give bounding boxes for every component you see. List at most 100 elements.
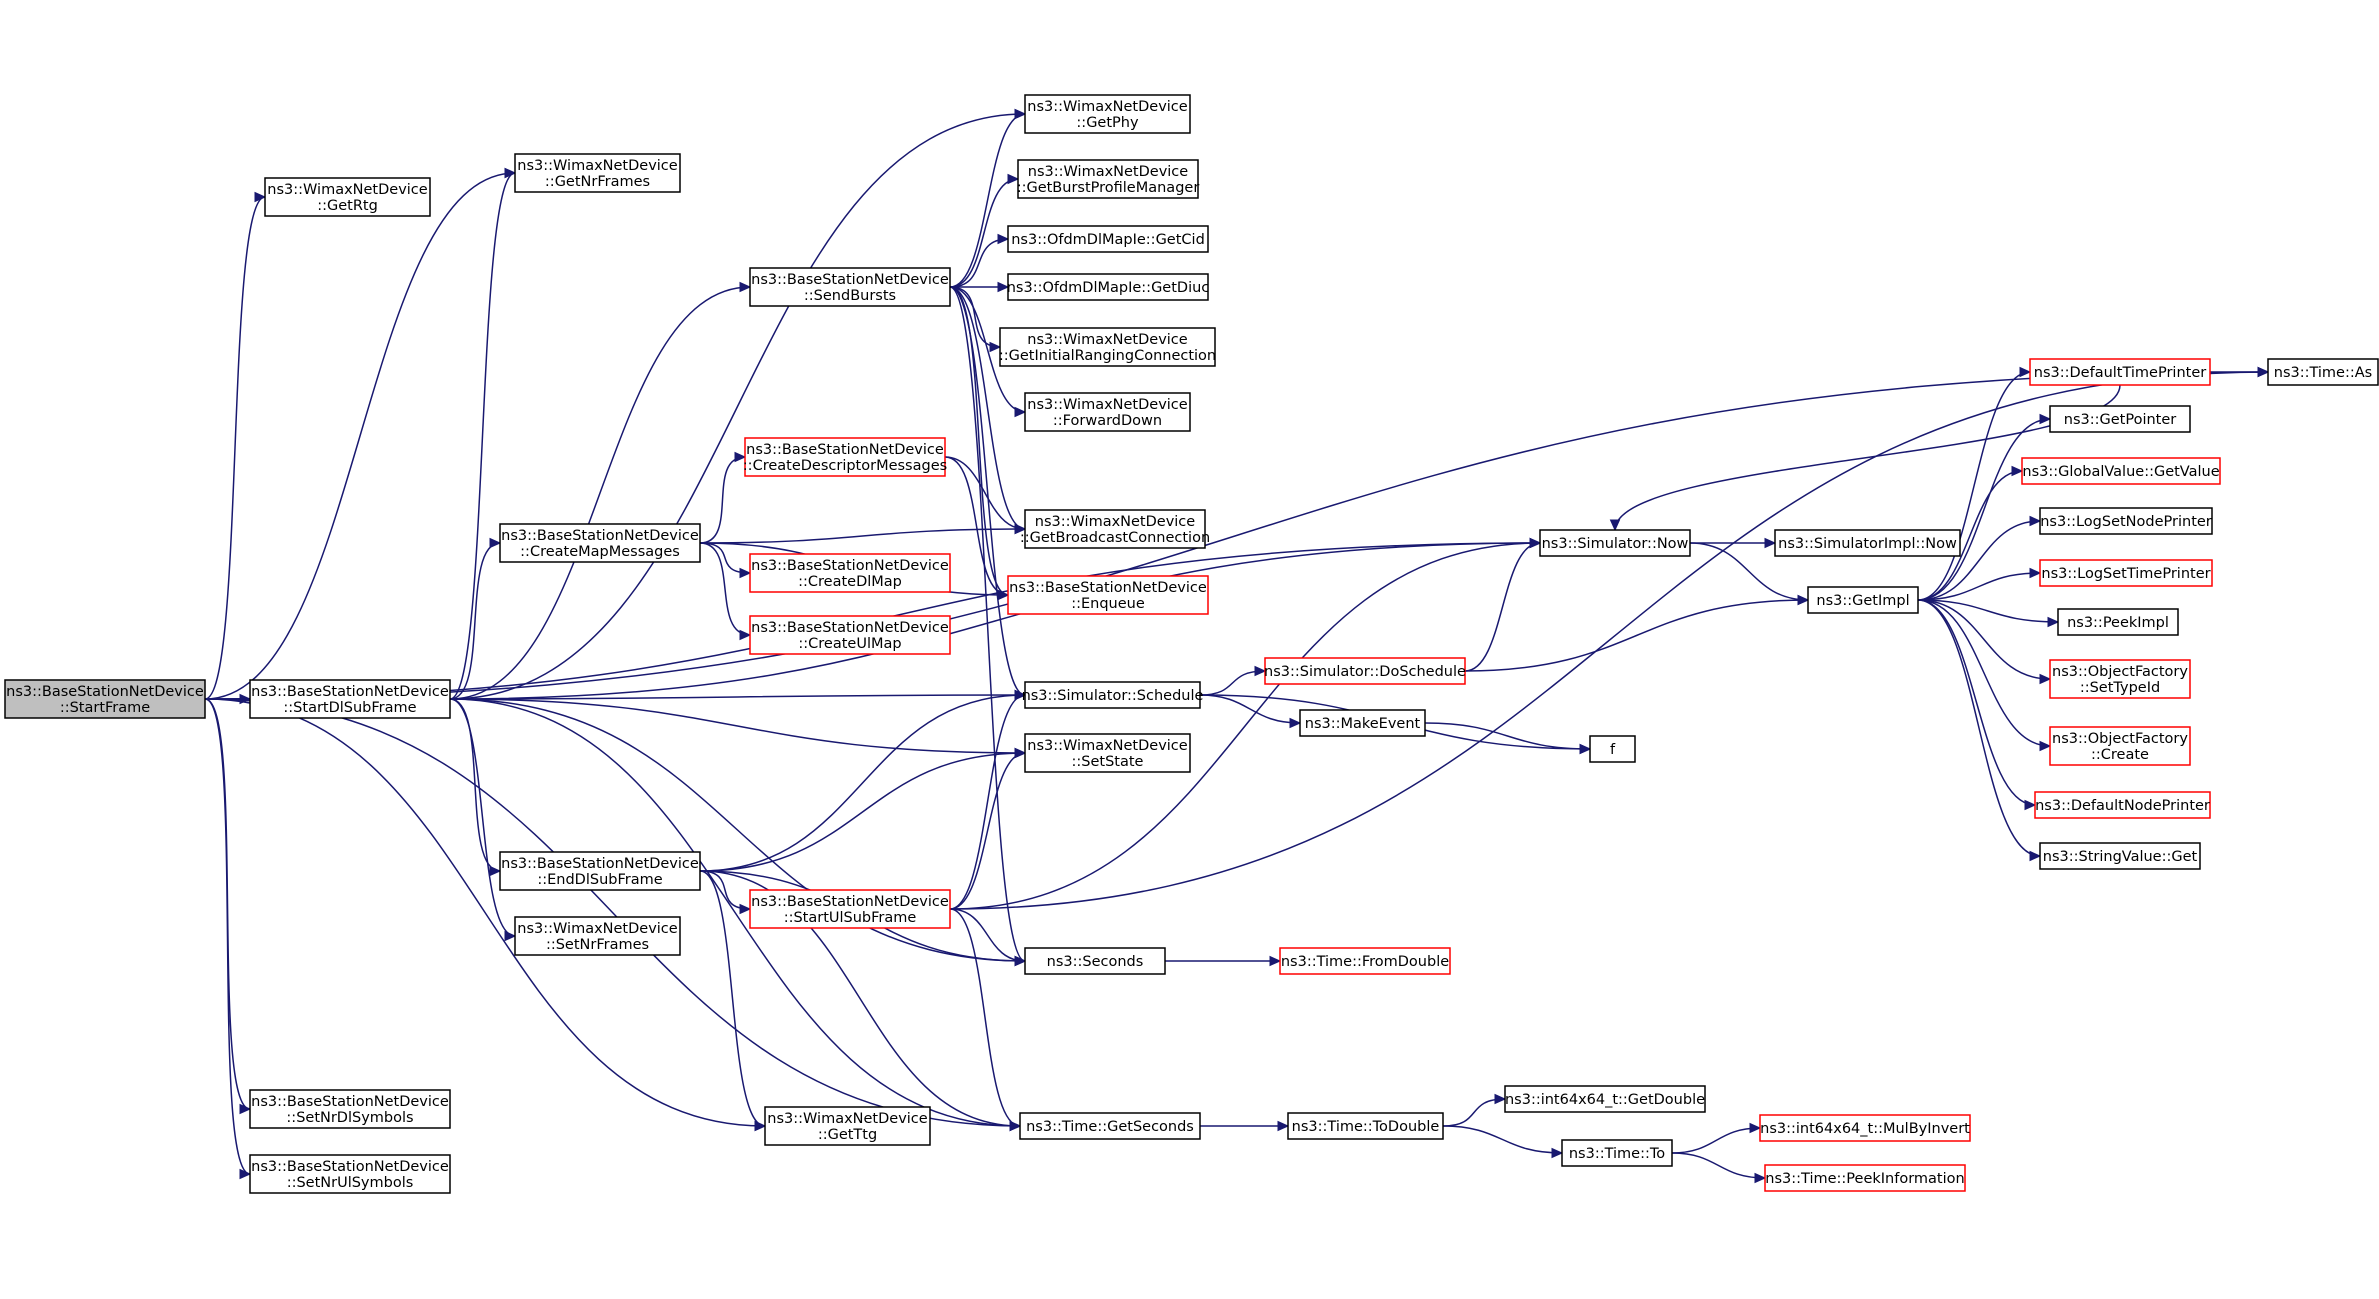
node-make-event[interactable]: ns3::MakeEvent	[1299, 709, 1426, 737]
node-start-frame[interactable]: ns3::BaseStationNetDevice::StartFrame	[4, 679, 206, 719]
node-peek-information[interactable]: ns3::Time::PeekInformation	[1764, 1164, 1966, 1192]
edge-get-impl-to-set-type-id	[1917, 599, 2052, 685]
node-set-nr-ul-symbols[interactable]: ns3::BaseStationNetDevice::SetNrUlSymbol…	[249, 1154, 451, 1194]
node-enqueue[interactable]: ns3::BaseStationNetDevice::Enqueue	[1007, 575, 1209, 615]
node-box	[4, 679, 206, 719]
edge-arrowhead	[997, 233, 1010, 245]
node-end-dl-sub-frame[interactable]: ns3::BaseStationNetDevice::EndDlSubFrame	[499, 851, 701, 891]
node-get-broadcast-connection[interactable]: ns3::WimaxNetDevice::GetBroadcastConnect…	[1020, 509, 1210, 549]
node-int64-get-double[interactable]: ns3::int64x64_t::GetDouble	[1504, 1085, 1706, 1113]
edge-arrowhead	[2029, 850, 2042, 862]
node-create-descriptor-messages[interactable]: ns3::BaseStationNetDevice::CreateDescrip…	[743, 437, 947, 477]
edge-arrowhead	[1014, 955, 1027, 967]
edge-line	[949, 908, 1021, 1127]
node-now[interactable]: ns3::Simulator::Now	[1539, 529, 1691, 557]
edge-arrowhead	[489, 865, 502, 877]
edge-line	[949, 286, 1026, 696]
node-label: ::CreateDlMap	[798, 574, 902, 590]
edge-send-bursts-to-seconds	[949, 286, 1027, 967]
node-get-ttg[interactable]: ns3::WimaxNetDevice::GetTtg	[764, 1106, 931, 1146]
node-get-impl[interactable]: ns3::GetImpl	[1807, 586, 1919, 614]
node-set-type-id[interactable]: ns3::ObjectFactory::SetTypeId	[2049, 659, 2191, 699]
edge-arrowhead	[1749, 1122, 1762, 1134]
edge-line	[699, 870, 766, 1127]
edge-schedule-to-make-event	[1199, 694, 1302, 729]
edge-arrowhead	[1014, 108, 1027, 120]
node-label: ns3::ObjectFactory	[2052, 731, 2188, 747]
edge-end-dl-sub-frame-to-start-ul-sub-frame	[699, 870, 752, 915]
node-default-node-printer[interactable]: ns3::DefaultNodePrinter	[2034, 791, 2211, 819]
node-create-ul-map[interactable]: ns3::BaseStationNetDevice::CreateUlMap	[749, 615, 951, 655]
edge-line	[449, 286, 751, 700]
node-log-set-time-printer[interactable]: ns3::LogSetTimePrinter	[2039, 559, 2213, 587]
node-time-as[interactable]: ns3::Time::As	[2267, 358, 2379, 386]
node-to-double[interactable]: ns3::Time::ToDouble	[1287, 1112, 1444, 1140]
node-create-map-messages[interactable]: ns3::BaseStationNetDevice::CreateMapMess…	[499, 523, 701, 563]
node-label: ns3::Time::To	[1569, 1146, 1665, 1162]
node-set-state[interactable]: ns3::WimaxNetDevice::SetState	[1024, 733, 1191, 773]
node-box	[749, 889, 951, 929]
node-get-phy[interactable]: ns3::WimaxNetDevice::GetPhy	[1024, 94, 1191, 134]
edge-time-to-to-mul-by-invert	[1671, 1122, 1762, 1154]
node-get-nr-frames[interactable]: ns3::WimaxNetDevice::GetNrFrames	[514, 153, 681, 193]
node-box	[749, 615, 951, 655]
edge-arrowhead	[1494, 1093, 1507, 1105]
node-string-value-get[interactable]: ns3::StringValue::Get	[2039, 842, 2201, 870]
node-set-nr-dl-symbols[interactable]: ns3::BaseStationNetDevice::SetNrDlSymbol…	[249, 1089, 451, 1129]
node-log-set-node-printer[interactable]: ns3::LogSetNodePrinter	[2039, 507, 2213, 535]
node-box	[1024, 733, 1191, 773]
node-simulator-impl-now[interactable]: ns3::SimulatorImpl::Now	[1774, 529, 1961, 557]
node-label: ns3::Simulator::Schedule	[1022, 688, 1204, 704]
node-from-double[interactable]: ns3::Time::FromDouble	[1279, 947, 1451, 975]
node-get-rtg[interactable]: ns3::WimaxNetDevice::GetRtg	[264, 177, 431, 217]
edge-send-bursts-to-forward-down	[949, 286, 1027, 418]
node-label: ns3::MakeEvent	[1305, 716, 1421, 732]
node-schedule[interactable]: ns3::Simulator::Schedule	[1022, 681, 1204, 709]
node-ofcreate[interactable]: ns3::ObjectFactory::Create	[2049, 726, 2191, 766]
node-start-dl-sub-frame[interactable]: ns3::BaseStationNetDevice::StartDlSubFra…	[249, 679, 451, 719]
edge-arrowhead	[1609, 519, 1621, 532]
edge-arrowhead	[1007, 173, 1020, 185]
node-box	[2039, 559, 2213, 587]
node-get-diuc[interactable]: ns3::OfdmDlMapIe::GetDiuc	[1007, 273, 1210, 301]
node-seconds[interactable]: ns3::Seconds	[1024, 947, 1166, 975]
node-box	[749, 267, 951, 307]
node-create-dl-map[interactable]: ns3::BaseStationNetDevice::CreateDlMap	[749, 553, 951, 593]
node-f[interactable]: f	[1589, 735, 1636, 763]
edge-start-dl-sub-frame-to-get-phy	[449, 108, 1027, 700]
node-get-pointer[interactable]: ns3::GetPointer	[2049, 405, 2191, 433]
node-set-nr-frames[interactable]: ns3::WimaxNetDevice::SetNrFrames	[514, 916, 681, 956]
node-peek-impl[interactable]: ns3::PeekImpl	[2057, 608, 2179, 636]
edge-start-frame-to-set-nr-ul-symbols	[204, 698, 252, 1180]
edge-arrowhead	[254, 191, 267, 203]
edge-arrowhead	[2029, 515, 2042, 527]
node-get-initial-ranging-connection[interactable]: ns3::WimaxNetDevice::GetInitialRangingCo…	[999, 327, 1216, 367]
edge-arrowhead	[1529, 537, 1542, 549]
edge-start-frame-to-get-rtg	[204, 191, 267, 700]
node-mul-by-invert[interactable]: ns3::int64x64_t::MulByInvert	[1759, 1114, 1971, 1142]
node-forward-down[interactable]: ns3::WimaxNetDevice::ForwardDown	[1024, 392, 1191, 432]
node-send-bursts[interactable]: ns3::BaseStationNetDevice::SendBursts	[749, 267, 951, 307]
edge-arrowhead	[2029, 567, 2042, 579]
node-global-get-value[interactable]: ns3::GlobalValue::GetValue	[2021, 457, 2221, 485]
node-get-seconds[interactable]: ns3::Time::GetSeconds	[1019, 1112, 1201, 1140]
node-time-to[interactable]: ns3::Time::To	[1561, 1139, 1673, 1167]
edge-time-to-to-peek-information	[1671, 1152, 1767, 1184]
node-start-ul-sub-frame[interactable]: ns3::BaseStationNetDevice::StartUlSubFra…	[749, 889, 951, 929]
node-label: ns3::BaseStationNetDevice	[1009, 580, 1207, 596]
node-label: ns3::WimaxNetDevice	[267, 182, 427, 198]
edge-seconds-to-from-double	[1165, 955, 1282, 967]
node-get-burst-profile-manager[interactable]: ns3::WimaxNetDevice::GetBurstProfileMana…	[1017, 159, 1200, 199]
edge-arrowhead	[2047, 616, 2060, 628]
edge-line	[1917, 418, 2051, 601]
edge-create-descriptor-messages-to-enqueue	[944, 456, 1010, 601]
edge-start-dl-sub-frame-to-send-bursts	[449, 281, 752, 700]
node-get-cid[interactable]: ns3::OfdmDlMapIe::GetCid	[1007, 225, 1209, 253]
edge-line	[944, 456, 1026, 530]
edge-line	[1199, 670, 1266, 696]
node-box	[1561, 1139, 1673, 1167]
node-do-schedule[interactable]: ns3::Simulator::DoSchedule	[1264, 657, 1466, 685]
node-default-time-printer[interactable]: ns3::DefaultTimePrinter	[2029, 358, 2211, 386]
node-box	[514, 153, 681, 193]
